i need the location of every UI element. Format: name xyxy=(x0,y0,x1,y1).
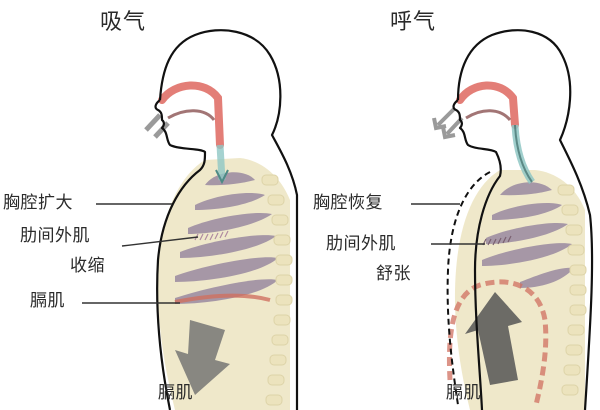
trachea xyxy=(216,144,226,181)
previous-outline-dashed xyxy=(446,171,491,406)
oral-airway xyxy=(167,109,216,122)
exhale-title: 呼气 xyxy=(390,10,437,35)
label-intercostal-line2: 收缩 xyxy=(70,256,105,276)
diaphragm-dome xyxy=(446,279,549,406)
label-thorax-expand: 胸腔扩大 xyxy=(3,193,73,213)
label-intercostal-line1: 肋间外肌 xyxy=(326,234,396,254)
label-diaphragm-bottom: 膈肌 xyxy=(446,383,481,403)
diaphragm-up-arrow xyxy=(465,292,522,385)
trachea-inner xyxy=(514,124,533,183)
leader-intercostal xyxy=(121,236,199,247)
ribs xyxy=(482,182,574,288)
label-intercostal-line2: 舒张 xyxy=(376,264,411,284)
diaphragm xyxy=(174,293,271,304)
inhale-figure xyxy=(82,29,299,410)
body-outline xyxy=(154,29,299,410)
air-in-arrows xyxy=(144,113,170,139)
label-intercostal-line1: 肋间外肌 xyxy=(20,226,90,246)
inhale-title: 吸气 xyxy=(100,10,147,35)
label-diaphragm-side: 膈肌 xyxy=(30,291,65,311)
inhale-panel: 吸气 胸腔扩大 肋间外肌 收缩 膈肌 膈肌 xyxy=(3,10,299,410)
label-diaphragm-bottom: 膈肌 xyxy=(158,383,193,403)
diaphragm-down-arrow xyxy=(175,320,230,395)
nasal-airway xyxy=(158,81,224,149)
body-outline xyxy=(452,29,594,410)
inflow-arrow-head xyxy=(215,169,229,185)
exhale-panel: 呼气 胸腔恢复 肋间外肌 舒张 膈肌 xyxy=(300,0,600,410)
exhale-figure xyxy=(411,29,594,410)
label-thorax-restore: 胸腔恢复 xyxy=(313,193,383,213)
oral-airway xyxy=(465,109,512,122)
nasal-airway xyxy=(456,81,519,129)
spine xyxy=(261,174,293,406)
intercostal-muscle-hatch xyxy=(194,230,229,241)
ribs xyxy=(175,172,278,304)
spine xyxy=(557,184,587,396)
